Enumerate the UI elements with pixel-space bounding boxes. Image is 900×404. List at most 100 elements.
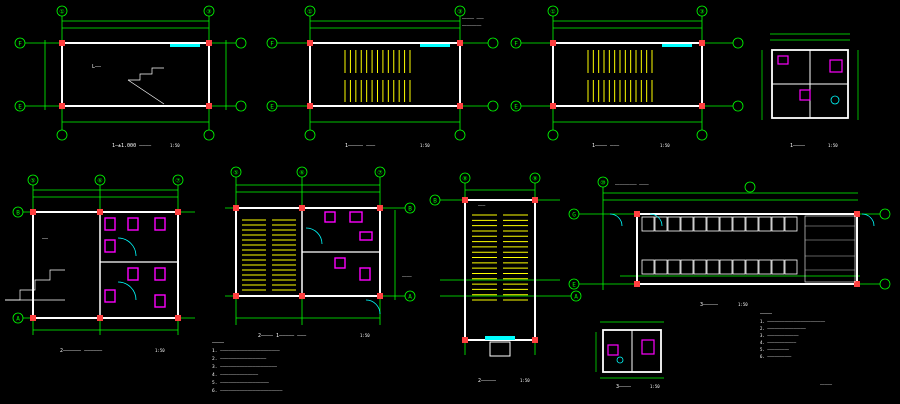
note-line: 4. ———————————— bbox=[760, 340, 797, 345]
toilet-stall bbox=[654, 216, 668, 232]
toilet-stall bbox=[641, 216, 655, 232]
note-line: 1. ———————————————————————— bbox=[760, 319, 826, 324]
stamp-text: ————————— ———— bbox=[615, 182, 649, 187]
axis-label: E bbox=[514, 104, 518, 111]
axis-label: B bbox=[408, 206, 412, 213]
toilet-stall bbox=[771, 259, 785, 275]
note-line: 1. —————————————————————— bbox=[212, 348, 280, 354]
axis-label: ⑩ bbox=[600, 180, 605, 187]
axis-bubble bbox=[235, 100, 247, 112]
toilet-stall bbox=[706, 216, 720, 232]
footer-stamp: ————— bbox=[820, 382, 833, 387]
toilet-stall bbox=[745, 259, 759, 275]
plan-scale: 1:50 bbox=[828, 143, 838, 148]
axis-bubble bbox=[56, 129, 68, 141]
plan-scale: 1:50 bbox=[360, 333, 370, 338]
plan-scale: 1:50 bbox=[738, 302, 748, 307]
axis-bubble bbox=[203, 129, 215, 141]
stair-flight bbox=[242, 219, 296, 291]
toilet-stall bbox=[641, 259, 655, 275]
toilet-stall bbox=[680, 259, 694, 275]
axis-label: B bbox=[16, 210, 20, 217]
notes-heading: ———— bbox=[212, 340, 225, 346]
axis-label: A bbox=[574, 294, 578, 301]
toilet-stall bbox=[667, 259, 681, 275]
axis-label: F bbox=[270, 41, 274, 48]
axis-label: F bbox=[18, 41, 22, 48]
stamp-text: ———————— bbox=[462, 23, 482, 28]
plan-scale: 1:50 bbox=[520, 378, 530, 383]
note-line: 6. ——————————————————————— bbox=[212, 388, 283, 394]
plan-title: 3————— bbox=[700, 302, 719, 308]
toilet-stall bbox=[706, 259, 720, 275]
floor-plan-5: ⑤ ⑥ ⑦ B A — bbox=[5, 174, 195, 354]
axis-label: ① bbox=[307, 9, 312, 16]
note-line: 2. ———————————————— bbox=[760, 326, 806, 331]
axis-label: E bbox=[572, 282, 576, 289]
axis-bubble bbox=[235, 37, 247, 49]
axis-label: ⑤ bbox=[233, 170, 238, 177]
floor-plan-2: ① ③ F E ————— ——— ———————— 1————— ——— 1:… bbox=[266, 5, 499, 149]
axis-label: ⑤ bbox=[30, 178, 35, 185]
axis-label: ③ bbox=[206, 9, 211, 16]
toilet-stall bbox=[667, 216, 681, 232]
axis-label: ⑧ bbox=[462, 176, 467, 183]
plan-title: 2————— bbox=[478, 378, 497, 384]
notes-block-left: ———— 1. —————————————————————— 2. ——————… bbox=[212, 340, 283, 394]
toilet-stall bbox=[693, 259, 707, 275]
axis-label: ③ bbox=[699, 9, 704, 16]
toilet-stall bbox=[654, 259, 668, 275]
floor-plan-8: ⑩ G E ————————— ———— 3————— 1:50 bbox=[568, 176, 891, 308]
stair-flight bbox=[472, 214, 528, 301]
axis-label: ③ bbox=[457, 9, 462, 16]
side-tag: ———— bbox=[402, 274, 412, 279]
axis-label: ⑦ bbox=[377, 170, 382, 177]
toilet-stall bbox=[745, 216, 759, 232]
note-line: 5. ————————— bbox=[760, 347, 789, 352]
plan-scale: 1:50 bbox=[170, 143, 180, 148]
note-line: 3. ————————————— bbox=[760, 333, 799, 338]
toilet-stall bbox=[758, 216, 772, 232]
axis-label: ⑥ bbox=[97, 178, 102, 185]
room-label: ——— bbox=[478, 203, 486, 208]
axis-label: B bbox=[433, 198, 437, 205]
plan-scale: 1:50 bbox=[420, 143, 430, 148]
toilet-stall bbox=[719, 259, 733, 275]
plan-scale: 1:50 bbox=[155, 348, 165, 353]
room-label: L—— bbox=[92, 64, 102, 70]
toilet-stall bbox=[758, 259, 772, 275]
plan-title: 2—————— —————— bbox=[60, 348, 103, 354]
plan-scale: 1:50 bbox=[650, 384, 660, 389]
axis-label: ⑥ bbox=[299, 170, 304, 177]
note-line: 5. —————————————————— bbox=[212, 380, 269, 386]
toilet-stall bbox=[784, 216, 798, 232]
notes-heading: ———— bbox=[760, 311, 773, 317]
note-line: 3. ————————————————————— bbox=[212, 364, 277, 370]
axis-label: ① bbox=[59, 9, 64, 16]
axis-label: ⑨ bbox=[532, 176, 537, 183]
toilet-stall bbox=[680, 216, 694, 232]
plan-title: 1———— ——— bbox=[592, 143, 620, 149]
axis-label: A bbox=[16, 316, 20, 323]
axis-label: ⑦ bbox=[175, 178, 180, 185]
stall-row bbox=[641, 216, 798, 275]
axis-label: G bbox=[572, 212, 576, 219]
axis-label: ① bbox=[550, 9, 555, 16]
plan-title: 1———— bbox=[790, 143, 806, 149]
floor-plan-7: ⑧ ⑨ B A ——— 2————— 1:50 bbox=[429, 172, 582, 384]
floor-plan-1: ① ③ F E L—— 1—±1.000 ———— 1:50 bbox=[14, 5, 247, 149]
toilet-stall bbox=[771, 216, 785, 232]
floor-plan-9: 3———— 1:50 bbox=[595, 321, 664, 390]
plan-title: 1————— ——— bbox=[345, 143, 376, 149]
floor-plan-4: 1———— 1:50 bbox=[761, 33, 859, 149]
axis-label: E bbox=[270, 104, 274, 111]
toilet-stall bbox=[732, 216, 746, 232]
toilet-stall bbox=[784, 259, 798, 275]
stamp-text: ————— ——— bbox=[462, 16, 484, 21]
plan-scale: 1:50 bbox=[660, 143, 670, 148]
floor-plan-6: ⑤ ⑥ ⑦ B A 2———— 1————— ——— 1:50 ———— bbox=[225, 166, 416, 339]
plan-title: 2———— 1————— ——— bbox=[258, 333, 307, 339]
toilet-stall bbox=[732, 259, 746, 275]
